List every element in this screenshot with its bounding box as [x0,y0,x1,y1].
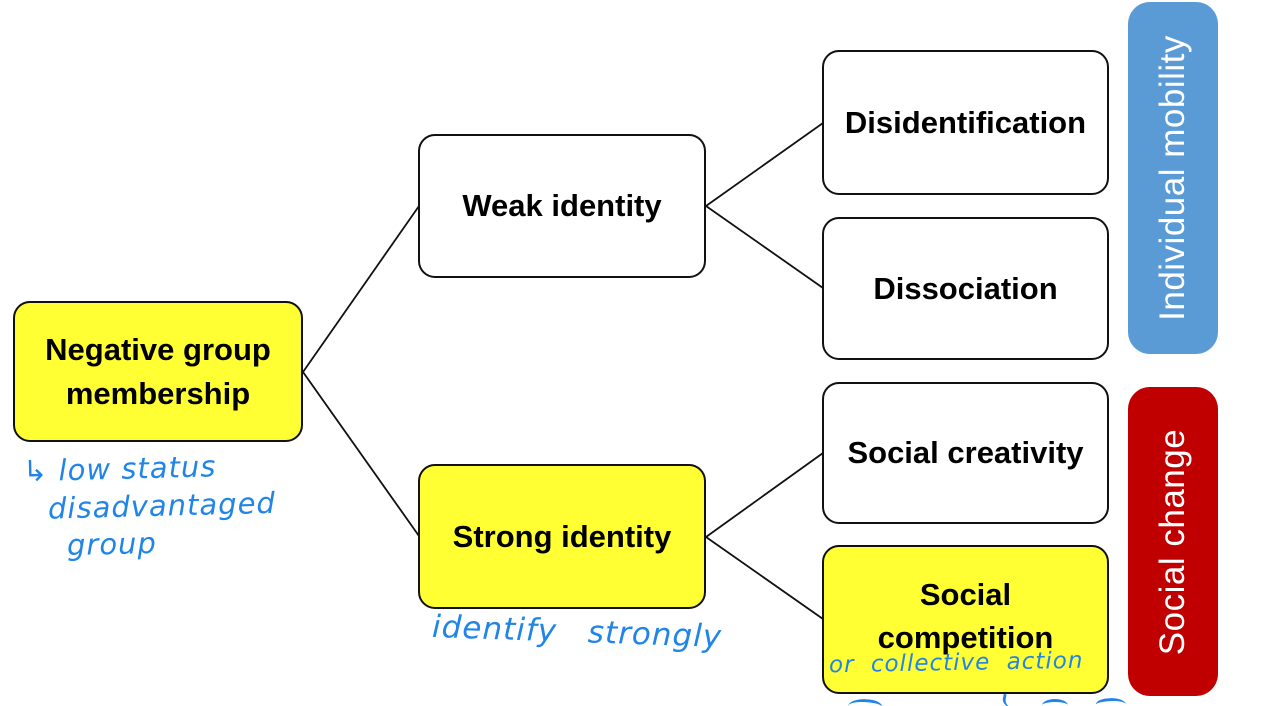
node-label: Social creativity [847,435,1084,471]
handwriting-line: disadvantaged [47,485,277,526]
edge-strong-to-creativity [705,452,824,538]
edge-strong-to-competition [705,536,824,620]
node-weak-identity: Weak identity [418,134,706,278]
ribbon-label: Individual mobility [1153,35,1192,321]
ribbon-label: Social change [1153,428,1193,655]
node-label: Negative group membership [45,332,271,411]
node-label: Weak identity [462,188,662,224]
cutoff-handwriting-stroke [1042,699,1068,706]
node-label: Dissociation [873,270,1058,306]
edge-negative-to-weak [302,205,420,373]
node-label: Strong identity [452,518,672,554]
handwriting-collective-action-note: or collective action [828,647,1084,679]
handwriting-line: ↳ low status [22,449,217,489]
ribbon-social-change: Social change [1128,387,1218,696]
node-negative-group-membership: Negative group membership [13,301,303,442]
node-label: Disidentification [844,104,1087,140]
ribbon-individual-mobility: Individual mobility [1128,2,1218,354]
node-dissociation: Dissociation [822,217,1109,360]
node-strong-identity: Strong identity [418,464,706,609]
edge-weak-to-disidentification [705,122,824,207]
edge-negative-to-strong [302,371,420,537]
node-social-competition: Social competition [822,545,1109,694]
edge-weak-to-dissociation [705,205,824,289]
handwriting-low-status-note: ↳ low status disadvantaged group [23,447,278,567]
handwriting-line: group [66,526,158,563]
node-label: Social competition [877,577,1054,656]
node-social-creativity: Social creativity [822,382,1109,524]
node-disidentification: Disidentification [822,50,1109,195]
